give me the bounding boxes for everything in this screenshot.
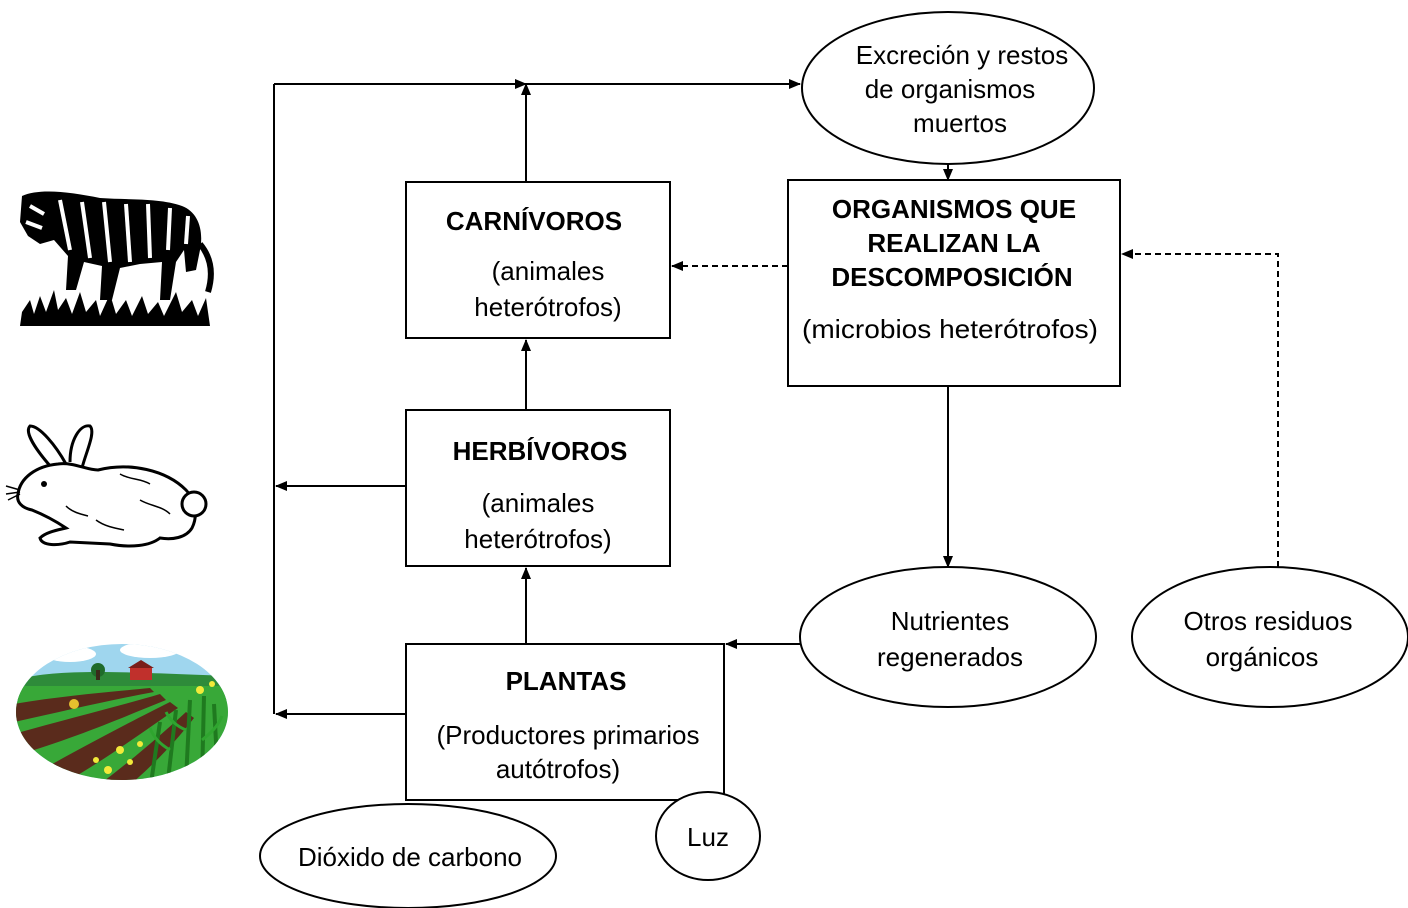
descomposicion-title-1: ORGANISMOS QUE [832,194,1076,224]
carnivoros-sub-2: heterótrofos) [474,292,621,322]
herbivoros-sub-2: heterótrofos) [464,524,611,554]
otros-residuos-to-descomposicion-dashed-arrow [1121,249,1279,567]
excrecion-line-2: de organismos [865,74,1036,104]
nutrientes-line-1: Nutrientes [891,606,1010,636]
plantas-sub-2: autótrofos) [496,754,620,784]
tiger-illustration [20,191,214,326]
nutrientes-ellipse: Nutrientes regenerados [799,566,1097,708]
excrecion-ellipse: Excreción y restos de organismos muertos [801,11,1095,165]
otros-residuos-line-1: Otros residuos [1183,606,1352,636]
rabbit-illustration [5,424,208,548]
dioxido-label: Dióxido de carbono [298,842,522,872]
plantas-sub-1: (Productores primarios [437,720,700,750]
descomposicion-title-3: DESCOMPOSICIÓN [831,262,1072,292]
plantas-title: PLANTAS [506,666,627,696]
carnivoros-box: CARNÍVOROS (animales heterótrofos) [405,181,671,339]
luz-ellipse: Luz [655,791,761,881]
descomposicion-title-2: REALIZAN LA [867,228,1041,258]
carnivoros-sub-1: (animales [492,256,605,286]
plantas-box: PLANTAS (Productores primarios autótrofo… [405,643,725,801]
descomposicion-box: ORGANISMOS QUE REALIZAN LA DESCOMPOSICIÓ… [787,179,1121,387]
herbivoros-title: HERBÍVOROS [453,436,628,466]
connectors [273,79,1279,719]
excrecion-line-3: muertos [913,108,1007,138]
luz-label: Luz [687,822,729,852]
carnivoros-title: CARNÍVOROS [446,206,622,236]
herbivoros-box: HERBÍVOROS (animales heterótrofos) [405,409,671,567]
nutrientes-line-2: regenerados [877,642,1023,672]
descomposicion-sub: (microbios heterótrofos) [802,314,1098,344]
excrecion-line-1: Excreción y restos [856,40,1068,70]
farm-field-illustration [16,644,228,780]
herbivoros-sub-1: (animales [482,488,595,518]
otros-residuos-ellipse: Otros residuos orgánicos [1131,566,1408,708]
dioxido-ellipse: Dióxido de carbono [259,803,557,908]
otros-residuos-line-2: orgánicos [1206,642,1319,672]
